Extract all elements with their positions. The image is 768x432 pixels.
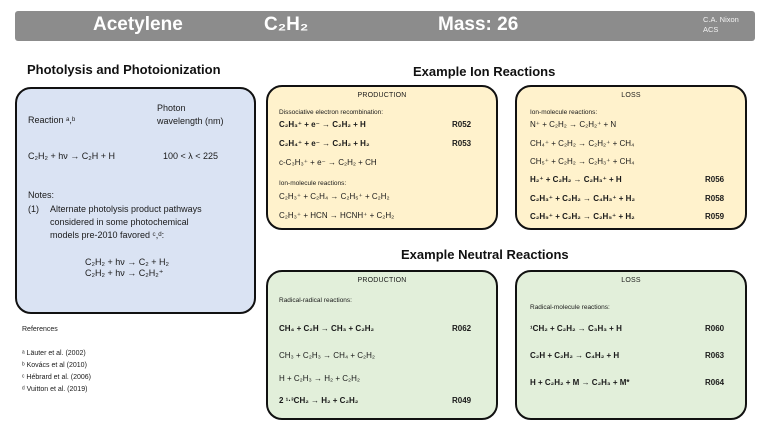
neutral-loss-header: LOSS: [621, 277, 641, 284]
molecule-mass: Mass: 26: [438, 14, 519, 35]
molecule-formula: C₂H₂: [264, 14, 309, 35]
reaction-equation: 2 ¹·³CH₂ → H₂ + C₂H₂: [279, 396, 359, 405]
reaction-equation: C₂H₃⁺ + C₂H₂ → C₄H₃⁺ + H₂: [530, 194, 635, 203]
reaction-equation: c-C₃H₃⁺ + e⁻ → C₂H₂ + CH: [279, 158, 377, 167]
reference-item: ᵃ Läuter et al. (2002): [22, 350, 86, 357]
reaction-id: R056: [705, 175, 725, 184]
wavelength-header-line2: wavelength (nm): [157, 116, 224, 126]
reference-item: ᵈ Vuitton et al. (2019): [22, 386, 88, 393]
neutral-reactions-title: Example Neutral Reactions: [401, 247, 569, 262]
reaction-equation: ¹CH₂ + C₂H₂ → C₃H₃ + H: [530, 324, 622, 333]
reaction-id: R059: [705, 212, 725, 221]
reaction-id: R060: [705, 324, 725, 333]
note-number: (1): [28, 204, 39, 214]
note-text-line3: models pre-2010 favored ᶜ,ᵈ:: [50, 230, 165, 240]
reference-item: ᵇ Kovács et al (2010): [22, 362, 87, 369]
reaction-equation: C₂H₃⁺ + HCN → HCNH⁺ + C₂H₂: [279, 211, 395, 220]
note-text-line2: considered in some photochemical: [50, 217, 189, 227]
reaction-column-header: Reaction ᵃ,ᵇ: [28, 115, 76, 125]
note-text-line1: Alternate photolysis product pathways: [50, 204, 202, 214]
reaction-equation: H + C₂H₂ + M → C₂H₃ + M*: [530, 378, 630, 387]
neutral-production-subheading: Radical-radical reactions:: [279, 297, 352, 304]
neutral-production-header: PRODUCTION: [357, 277, 407, 284]
photolysis-wavelength: 100 < λ < 225: [163, 151, 219, 161]
reaction-equation: CH₄ + C₂H → CH₃ + C₂H₂: [279, 324, 375, 333]
reaction-equation: C₂H₄⁺ + e⁻ → C₂H₂ + H₂: [279, 139, 370, 148]
reaction-equation: C₂H₃⁺ + e⁻ → C₂H₂ + H: [279, 120, 366, 129]
reaction-equation: C₂H + C₂H₂ → C₄H₂ + H: [530, 351, 620, 360]
ion-loss-header: LOSS: [621, 92, 641, 99]
molecule-name: Acetylene: [93, 14, 183, 35]
photolysis-reaction: C₂H₂ + hν → C₂H + H: [28, 151, 115, 161]
reaction-id: R053: [452, 139, 472, 148]
wavelength-header-line1: Photon: [157, 103, 186, 113]
ion-loss-box: LOSS Ion-molecule reactions: N⁺ + C₂H₂ →…: [515, 85, 747, 230]
ion-loss-subheading: Ion-molecule reactions:: [530, 109, 598, 116]
title-bar: Acetylene C₂H₂ Mass: 26 C.A. Nixon ACS: [15, 11, 755, 41]
notes-label: Notes:: [28, 190, 55, 200]
references-title: References: [22, 326, 58, 333]
photolysis-title: Photolysis and Photoionization: [27, 62, 221, 77]
reaction-id: R058: [705, 194, 725, 203]
neutral-loss-box: LOSS Radical-molecule reactions: ¹CH₂ + …: [515, 270, 747, 420]
reaction-equation: H₂⁺ + C₂H₂ → C₂H₃⁺ + H: [530, 175, 622, 184]
ion-reactions-title: Example Ion Reactions: [413, 64, 556, 79]
alt-pathway-2: C₂H₂ + hν → C₂H₂⁺: [85, 268, 164, 278]
reference-item: ᶜ Hébrard et al. (2006): [22, 374, 92, 381]
reaction-id: R052: [452, 120, 472, 129]
reaction-id: R064: [705, 378, 725, 387]
reaction-equation: CH₄⁺ + C₂H₂ → C₂H₂⁺ + CH₄: [530, 139, 635, 148]
reaction-id: R063: [705, 351, 725, 360]
ion-production-box: PRODUCTION Dissociative electron recombi…: [266, 85, 498, 230]
photolysis-box: Reaction ᵃ,ᵇ Photon wavelength (nm) C₂H₂…: [15, 87, 256, 314]
ion-production-subheading: Dissociative electron recombination:: [279, 109, 384, 116]
credit-org: ACS: [703, 25, 719, 34]
reaction-equation: N⁺ + C₂H₂ → C₂H₂⁺ + N: [530, 120, 617, 129]
reaction-equation: CH₅⁺ + C₂H₂ → C₂H₃⁺ + CH₄: [530, 157, 635, 166]
credit-author: C.A. Nixon: [703, 15, 739, 24]
ion-production-header: PRODUCTION: [357, 92, 407, 99]
alt-pathway-1: C₂H₂ + hν → C₂ + H₂: [85, 257, 169, 267]
reaction-id: R062: [452, 324, 472, 333]
reaction-equation: C₂H₅⁺ + C₂H₂ → C₂H₅⁺ + H₂: [530, 212, 635, 221]
reaction-equation: C₂H₃⁺ + C₂H₄ → C₂H₅⁺ + C₂H₂: [279, 192, 390, 201]
reaction-id: R049: [452, 396, 472, 405]
author-credit: C.A. Nixon ACS: [703, 15, 739, 35]
ion-production-subheading: Ion-molecule reactions:: [279, 180, 347, 187]
neutral-production-box: PRODUCTION Radical-radical reactions: CH…: [266, 270, 498, 420]
reaction-equation: H + C₂H₃ → H₂ + C₂H₂: [279, 374, 361, 383]
neutral-loss-subheading: Radical-molecule reactions:: [530, 304, 610, 311]
reaction-equation: CH₃ + C₂H₃ → CH₄ + C₂H₂: [279, 351, 375, 360]
